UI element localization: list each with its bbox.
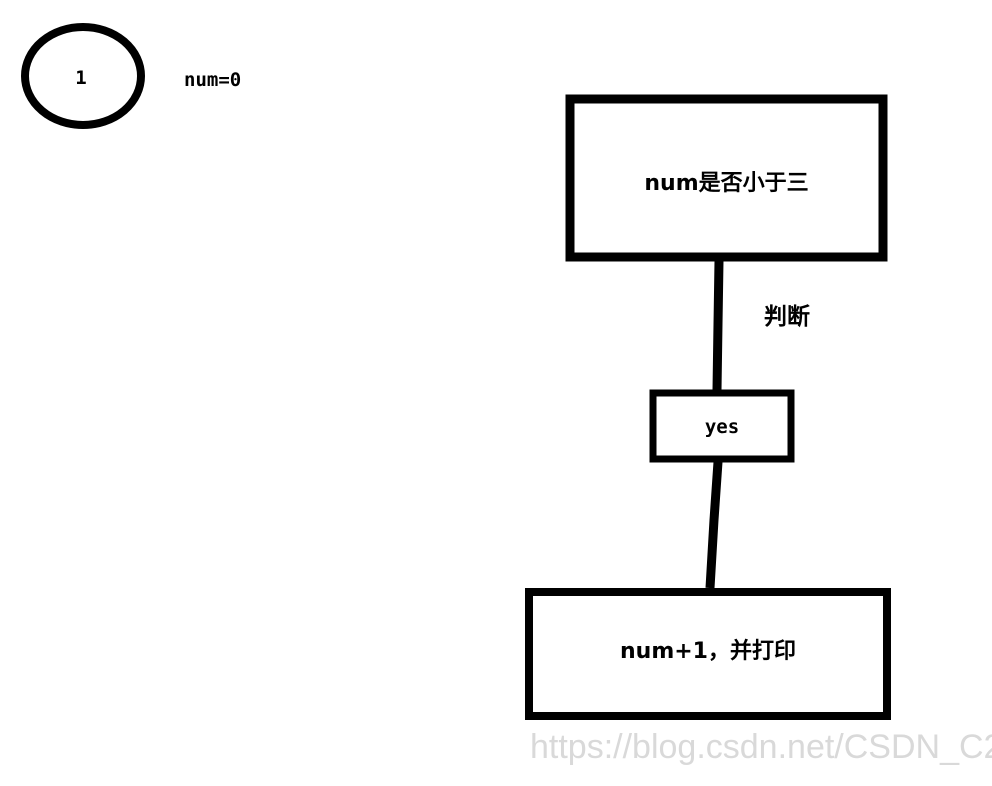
action-node-box	[525, 588, 891, 720]
judge-note-label: 判断	[764, 304, 810, 330]
watermark-text: https://blog.csdn.net/CSDN_C2	[530, 728, 992, 766]
condition-node-box	[565, 94, 888, 262]
action-node-label: num+1，并打印	[620, 639, 796, 664]
start-node-label: 1	[75, 67, 87, 89]
condition-node-label: num是否小于三	[644, 171, 809, 196]
connector-condition-to-yes	[712, 260, 724, 391]
yes-node-box	[649, 389, 795, 463]
connector-yes-to-action	[705, 461, 723, 589]
yes-node-label: yes	[704, 416, 740, 438]
start-node-circle	[21, 23, 145, 129]
init-note-label: num=0	[184, 69, 242, 91]
